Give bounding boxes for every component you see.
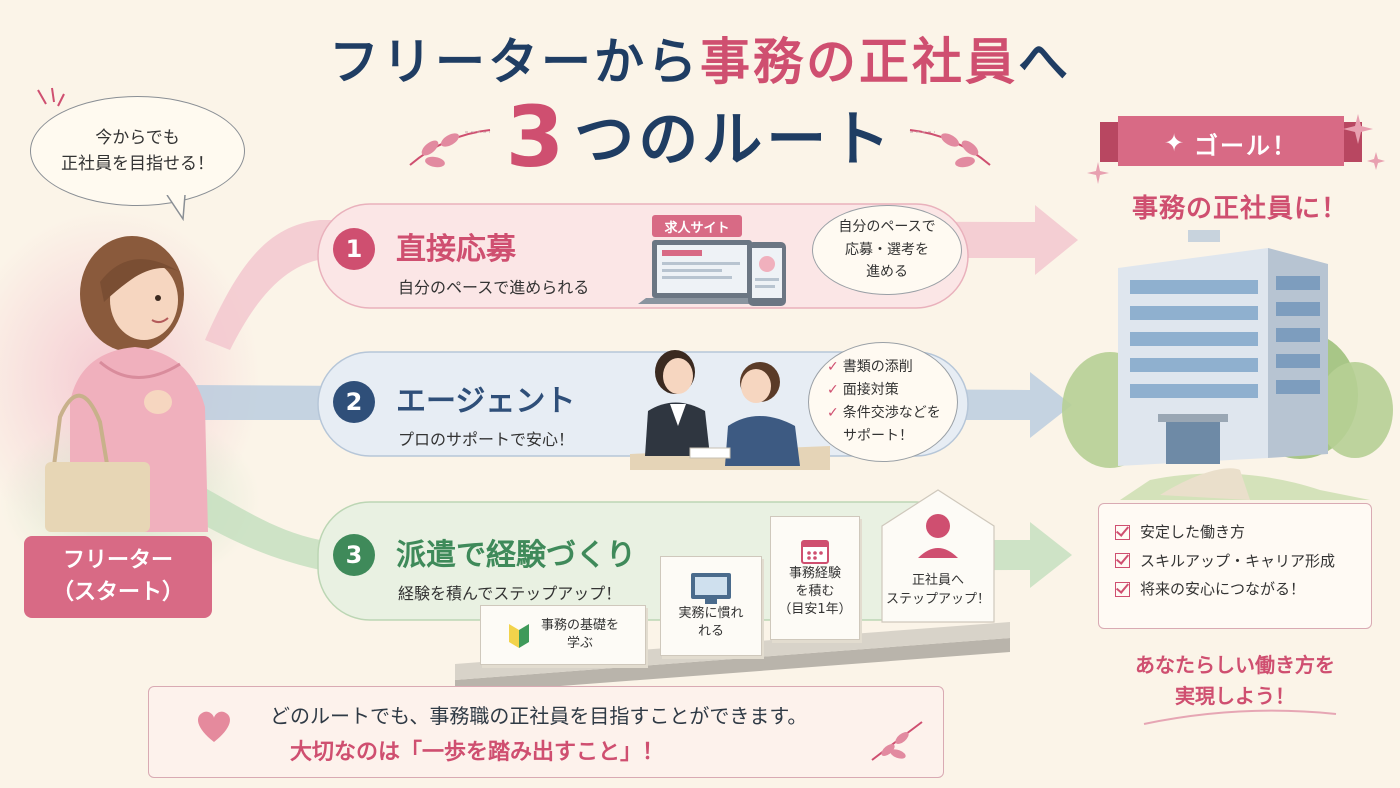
- closing-line2: 実現しよう！: [1175, 684, 1295, 708]
- route2-check-item: ✓書類の添削: [827, 358, 913, 375]
- speech-bubble: 今からでも 正社員を目指せる！: [30, 96, 245, 206]
- benefit-item: 将来の安心につながる！: [1115, 575, 1355, 604]
- step-4-shape: [881, 489, 995, 623]
- step-4: 正社員へ ステップアップ！: [878, 572, 998, 610]
- route2-check-item-cont: サポート！: [843, 428, 913, 445]
- speech-line2: 正社員を目指せる！: [61, 154, 214, 174]
- step-2-line2: れる: [697, 624, 724, 639]
- leaf-sprig-icon: [871, 721, 923, 761]
- job-site-tag: 求人サイト: [652, 215, 742, 237]
- route1-number: 1: [333, 228, 375, 270]
- sparkle-icon: [1343, 114, 1385, 170]
- route1-title: 直接応募: [396, 232, 516, 267]
- woman-illustration: [45, 236, 208, 532]
- step-1-line1: 事務の基礎を: [540, 617, 619, 633]
- start-label-line1: フリーター: [62, 548, 173, 574]
- goal-banner: ✦ゴール！: [1163, 129, 1299, 160]
- laptop-icon: [638, 240, 766, 304]
- checkbox-icon: [1115, 581, 1130, 597]
- route2-check-item: ✓面接対策: [827, 381, 899, 398]
- checkbox-icon: [1115, 553, 1130, 569]
- route2-number: 2: [333, 381, 375, 423]
- step-2: 実務に慣れ れる: [660, 556, 762, 656]
- goal-subtitle: 事務の正社員に！: [1131, 194, 1348, 224]
- step-3-line2: を積む: [795, 583, 835, 599]
- beginner-mark-icon: [508, 624, 529, 648]
- route1-subtitle: 自分のペースで進められる: [398, 278, 590, 297]
- route1-note-line2: 応募・選考を: [845, 241, 929, 258]
- closing-line1: あなたらしい働き方を: [1135, 653, 1335, 677]
- start-label: フリーター （スタート）: [24, 536, 212, 618]
- route1-panel: [317, 203, 969, 309]
- step-3-line3: （目安1年）: [778, 602, 852, 618]
- step-3-line1: 事務経験: [788, 565, 841, 581]
- page-title: フリーターから事務の正社員へ: [329, 33, 1071, 91]
- route1-note-line3: 進める: [866, 264, 908, 281]
- step-1: 事務の基礎を 学ぶ: [480, 605, 646, 665]
- benefit-item: 安定した働き方: [1115, 518, 1355, 547]
- step-3: 事務経験 を積む （目安1年）: [770, 516, 860, 640]
- calendar-icon: [801, 539, 829, 564]
- start-label-line2: （スタート）: [51, 580, 184, 605]
- closing-underline: [1143, 709, 1337, 725]
- speech-tail: [166, 195, 186, 221]
- consultation-illustration: [630, 350, 830, 470]
- sparkle-icon: [37, 87, 65, 107]
- speech-line1: 今からでも: [95, 127, 180, 148]
- route2-title: エージェント: [396, 384, 576, 419]
- building-icon: [1118, 230, 1328, 466]
- route2-check-item: ✓条件交渉などを: [827, 405, 941, 421]
- route1-note-line1: 自分のペースで: [838, 219, 936, 236]
- leaf-sprig-icon: [409, 129, 491, 168]
- sparkle-icon: [1087, 162, 1109, 184]
- route3-number: 3: [333, 534, 375, 576]
- monitor-icon: [691, 572, 731, 604]
- step-4-line1: 正社員へ: [911, 573, 964, 588]
- step-2-line1: 実務に慣れ: [678, 605, 744, 621]
- closing-message: あなたらしい働き方を 実現しよう！: [1090, 650, 1380, 712]
- step-4-line2: ステップアップ！: [885, 591, 990, 607]
- route2-subtitle: プロのサポートで安心！: [398, 430, 575, 449]
- checkbox-icon: [1115, 524, 1130, 540]
- bottom-message-box: [148, 686, 944, 778]
- route1-note-bubble: 自分のペースで 応募・選考を 進める: [812, 205, 962, 295]
- step-1-line2: 学ぶ: [566, 636, 593, 651]
- route3-title: 派遣で経験づくり: [396, 538, 636, 573]
- leaf-sprig-icon: [909, 129, 991, 168]
- route3-subtitle: 経験を積んでステップアップ！: [398, 584, 622, 603]
- benefits-box: 安定した働き方 スキルアップ・キャリア形成 将来の安心につながる！: [1098, 503, 1372, 629]
- route2-support-bubble: ✓書類の添削 ✓面接対策 ✓条件交渉などを サポート！: [808, 342, 958, 462]
- bottom-message-line1: どのルートでも、事務職の正社員を目指すことができます。: [270, 704, 808, 728]
- smartphone-icon: [748, 242, 786, 306]
- benefit-item: スキルアップ・キャリア形成: [1115, 547, 1355, 576]
- heart-icon: [198, 711, 230, 742]
- bottom-message-line2: 大切なのは「一歩を踏み出すこと」！: [290, 740, 665, 765]
